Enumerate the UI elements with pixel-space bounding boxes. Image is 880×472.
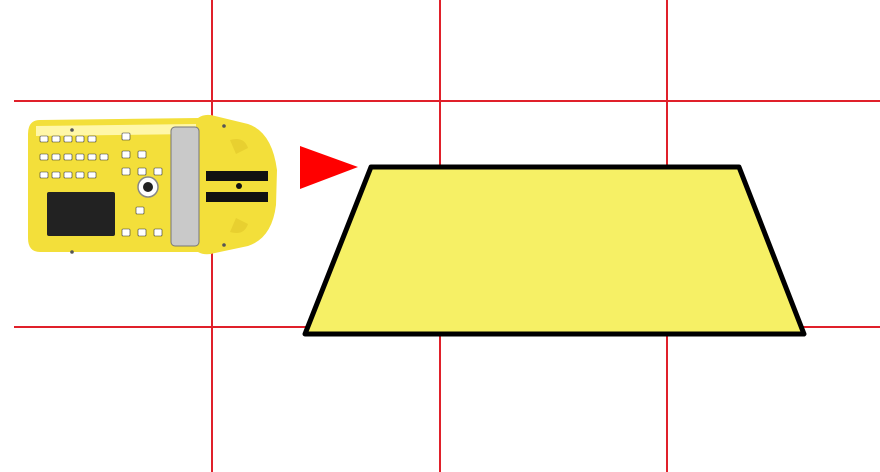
keypad-button xyxy=(88,172,96,178)
keypad-button xyxy=(122,229,130,236)
trapezoid-shape xyxy=(305,167,804,334)
robot xyxy=(28,115,277,254)
keypad-button xyxy=(52,136,60,142)
keypad-button xyxy=(154,229,162,236)
keypad-button xyxy=(138,151,146,158)
keypad-button xyxy=(40,172,48,178)
keypad-button xyxy=(122,151,130,158)
robot-center-dot xyxy=(236,183,242,189)
robot-stripe-top xyxy=(206,171,268,181)
keypad-button xyxy=(138,168,146,175)
keypad-button xyxy=(76,136,84,142)
keypad-button xyxy=(136,207,144,214)
keypad-button xyxy=(122,133,130,140)
keypad-button xyxy=(88,136,96,142)
keypad-button xyxy=(64,172,72,178)
keypad-button xyxy=(64,154,72,160)
keypad-button xyxy=(100,154,108,160)
keypad-button xyxy=(40,154,48,160)
robot-screw xyxy=(222,124,226,128)
robot-screw xyxy=(70,250,74,254)
keypad-button xyxy=(88,154,96,160)
robot-center-button xyxy=(143,182,153,192)
robot-screw xyxy=(222,243,226,247)
robot-stripe-bottom xyxy=(206,192,268,202)
keypad-button xyxy=(76,154,84,160)
keypad-button xyxy=(76,172,84,178)
keypad-button xyxy=(122,168,130,175)
keypad-button xyxy=(40,136,48,142)
robot-screw xyxy=(70,128,74,132)
robot-screen xyxy=(47,192,115,236)
robot-panel xyxy=(171,127,199,246)
keypad-button xyxy=(64,136,72,142)
direction-arrow xyxy=(300,146,358,189)
keypad-button xyxy=(154,168,162,175)
keypad-button xyxy=(138,229,146,236)
keypad-button xyxy=(52,154,60,160)
keypad-button xyxy=(52,172,60,178)
